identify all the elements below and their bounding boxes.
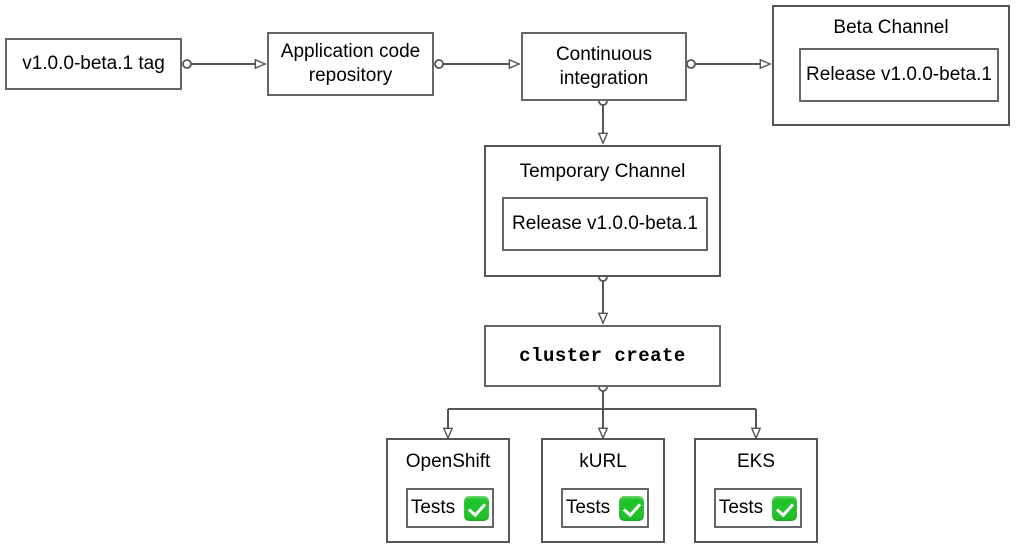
- platform-box-openshift[interactable]: OpenShift Tests: [386, 438, 510, 543]
- node-cluster-create-label: cluster create: [519, 345, 686, 367]
- node-continuous-integration-label: Continuous integration: [555, 43, 653, 89]
- platform-kurl-tests-box[interactable]: Tests: [561, 488, 649, 528]
- temporary-channel-release-label: Release v1.0.0-beta.1: [512, 213, 698, 234]
- platform-box-eks[interactable]: EKS Tests: [694, 438, 818, 543]
- node-cluster-create[interactable]: cluster create: [484, 325, 721, 387]
- beta-channel-release-label: Release v1.0.0-beta.1: [806, 64, 992, 85]
- platform-eks-title: EKS: [736, 451, 776, 472]
- green-check-icon: [464, 495, 490, 521]
- edge-cluster-create-to-platforms: [448, 382, 756, 438]
- platform-box-kurl[interactable]: kURL Tests: [541, 438, 665, 543]
- green-check-icon: [619, 495, 645, 521]
- edge-tag-to-repo: [182, 60, 265, 68]
- platform-openshift-tests-label: Tests: [410, 497, 456, 518]
- platform-eks-tests-label: Tests: [718, 497, 764, 518]
- platform-openshift-title: OpenShift: [405, 451, 491, 472]
- group-temporary-channel-title: Temporary Channel: [519, 161, 686, 182]
- platform-eks-tests-box[interactable]: Tests: [714, 488, 802, 528]
- node-continuous-integration[interactable]: Continuous integration: [521, 32, 687, 101]
- group-temporary-channel[interactable]: Temporary Channel Release v1.0.0-beta.1: [484, 145, 721, 277]
- beta-channel-release-box[interactable]: Release v1.0.0-beta.1: [799, 48, 999, 102]
- platform-kurl-title: kURL: [579, 451, 627, 472]
- edge-ci-to-temporary-channel: [599, 96, 607, 143]
- edge-temporary-channel-to-cluster-create: [599, 272, 607, 323]
- node-application-code-repository[interactable]: Application code repository: [267, 32, 434, 96]
- green-check-icon: [772, 495, 798, 521]
- group-beta-channel-title: Beta Channel: [833, 17, 949, 38]
- edge-ci-to-beta-channel: [686, 60, 770, 68]
- node-tag-label: v1.0.0-beta.1 tag: [22, 53, 165, 74]
- temporary-channel-release-box[interactable]: Release v1.0.0-beta.1: [502, 197, 708, 251]
- node-tag[interactable]: v1.0.0-beta.1 tag: [5, 38, 182, 90]
- group-beta-channel[interactable]: Beta Channel Release v1.0.0-beta.1: [772, 5, 1010, 126]
- edge-repo-to-ci: [434, 60, 519, 68]
- node-application-code-repository-label: Application code repository: [280, 41, 421, 86]
- platform-kurl-tests-label: Tests: [565, 497, 611, 518]
- platform-openshift-tests-box[interactable]: Tests: [406, 488, 494, 528]
